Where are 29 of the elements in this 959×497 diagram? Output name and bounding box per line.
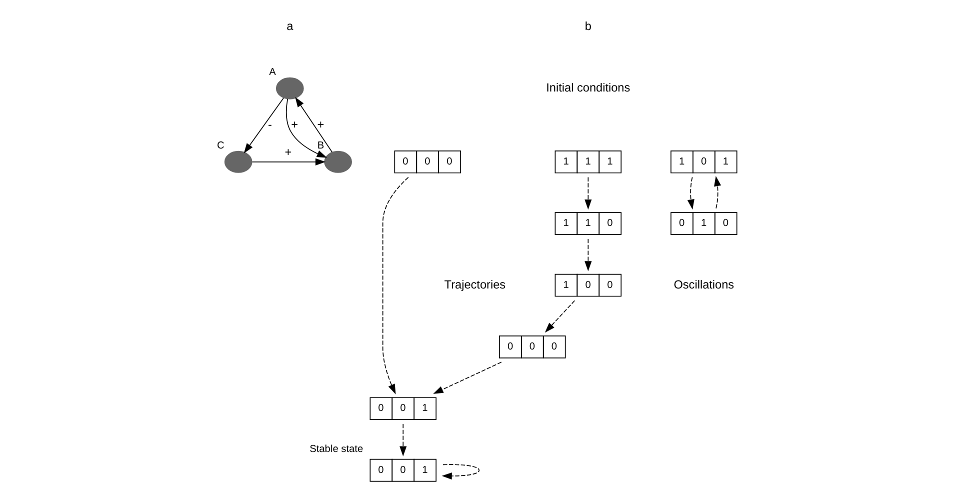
node-label: B — [316, 140, 324, 152]
edge-label: - — [268, 117, 272, 132]
arrow — [441, 464, 480, 480]
label: Oscillations — [673, 277, 734, 292]
arrow — [544, 300, 575, 333]
edge-label: + — [290, 117, 298, 132]
node-label: C — [216, 140, 224, 152]
arrow — [399, 424, 406, 456]
arrow — [686, 176, 694, 210]
arrow — [584, 176, 592, 210]
node-circle — [275, 77, 304, 100]
arrow — [251, 158, 326, 166]
label: a — [286, 18, 293, 33]
arrow — [714, 176, 721, 209]
label: Initial conditions — [546, 80, 630, 95]
edge-label: + — [316, 117, 324, 132]
label: Trajectories — [444, 277, 506, 292]
arrow — [294, 96, 332, 153]
arrow — [382, 176, 408, 394]
arrow — [285, 98, 327, 158]
edge-label: + — [284, 145, 292, 160]
node-circle — [224, 150, 252, 173]
arrow — [584, 238, 592, 272]
node-label: A — [268, 66, 276, 78]
node-circle — [324, 150, 352, 173]
arrow — [243, 98, 284, 154]
label: b — [584, 18, 591, 33]
node-label: Stable state — [309, 444, 363, 456]
arrow — [432, 362, 502, 394]
